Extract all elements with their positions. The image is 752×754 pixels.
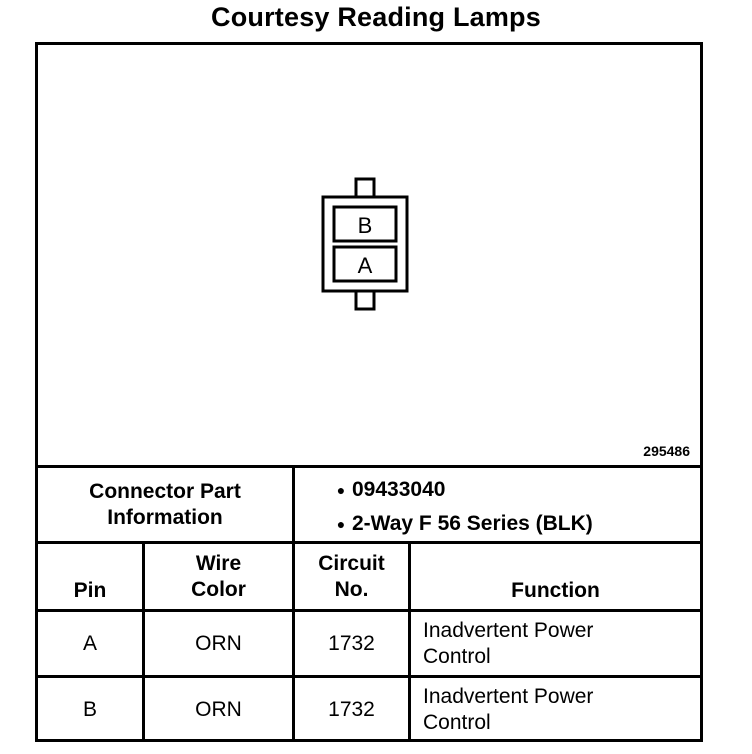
table-row-b-function: Inadvertent Power Control	[411, 678, 700, 741]
table-row-a-pin: A	[82, 631, 97, 655]
part-info-label-line1: Connector Part	[89, 479, 241, 503]
divider	[292, 465, 295, 741]
divider	[38, 541, 700, 544]
connector-description: 2-Way F 56 Series (BLK)	[352, 512, 593, 535]
connector-bottom-tab	[354, 289, 376, 311]
divider	[38, 609, 700, 612]
divider	[38, 465, 700, 468]
header-circuit-line2: No.	[334, 578, 369, 601]
divider	[408, 541, 411, 741]
header-wire-color: Wire Color	[145, 544, 292, 609]
connector-top-tab	[354, 177, 376, 199]
header-wire-color-line1: Wire	[195, 552, 242, 575]
pin-a-label: A	[358, 253, 373, 278]
pin-a-cavity	[332, 245, 398, 283]
table-row-b-pin: B	[82, 697, 97, 721]
table-row-a-function: Inadvertent Power Control	[411, 612, 700, 675]
table-row-a-circuit: 1732	[328, 631, 375, 655]
header-wire-color-line2: Color	[191, 578, 246, 601]
connector-table-frame: B A 295486 Connector Part Information Pi…	[35, 42, 703, 742]
table-row-b-circuit: 1732	[328, 697, 375, 721]
function-line2: Control	[423, 644, 491, 668]
part-info-label-line2: Information	[107, 505, 223, 529]
divider	[142, 541, 145, 741]
function-line1: Inadvertent Power	[423, 618, 594, 642]
page-title: Courtesy Reading Lamps	[211, 2, 541, 32]
header-pin: Pin	[73, 579, 107, 602]
part-number: 09433040	[352, 478, 446, 501]
header-circuit-no: Circuit No.	[295, 544, 408, 609]
function-line1: Inadvertent Power	[423, 684, 594, 708]
header-circuit-line1: Circuit	[318, 552, 385, 575]
connector-drawing: B A	[321, 177, 409, 311]
list-item: ● 2-Way F 56 Series (BLK)	[330, 507, 593, 541]
figure-number: 295486	[643, 443, 690, 459]
function-line2: Control	[423, 710, 491, 734]
table-row-a-wire-color: ORN	[195, 631, 242, 655]
table-row-b-wire-color: ORN	[195, 697, 242, 721]
connector-diagram: B A 295486	[38, 45, 700, 467]
part-number-list: ● 09433040 ● 2-Way F 56 Series (BLK)	[330, 473, 593, 541]
part-info-label: Connector Part Information	[38, 468, 292, 541]
pin-b-label: B	[358, 213, 373, 238]
bullet-icon: ●	[336, 516, 346, 532]
list-item: ● 09433040	[330, 473, 593, 507]
divider	[38, 675, 700, 678]
pin-b-cavity	[332, 205, 398, 243]
header-function: Function	[511, 579, 600, 602]
bullet-icon: ●	[336, 482, 346, 498]
